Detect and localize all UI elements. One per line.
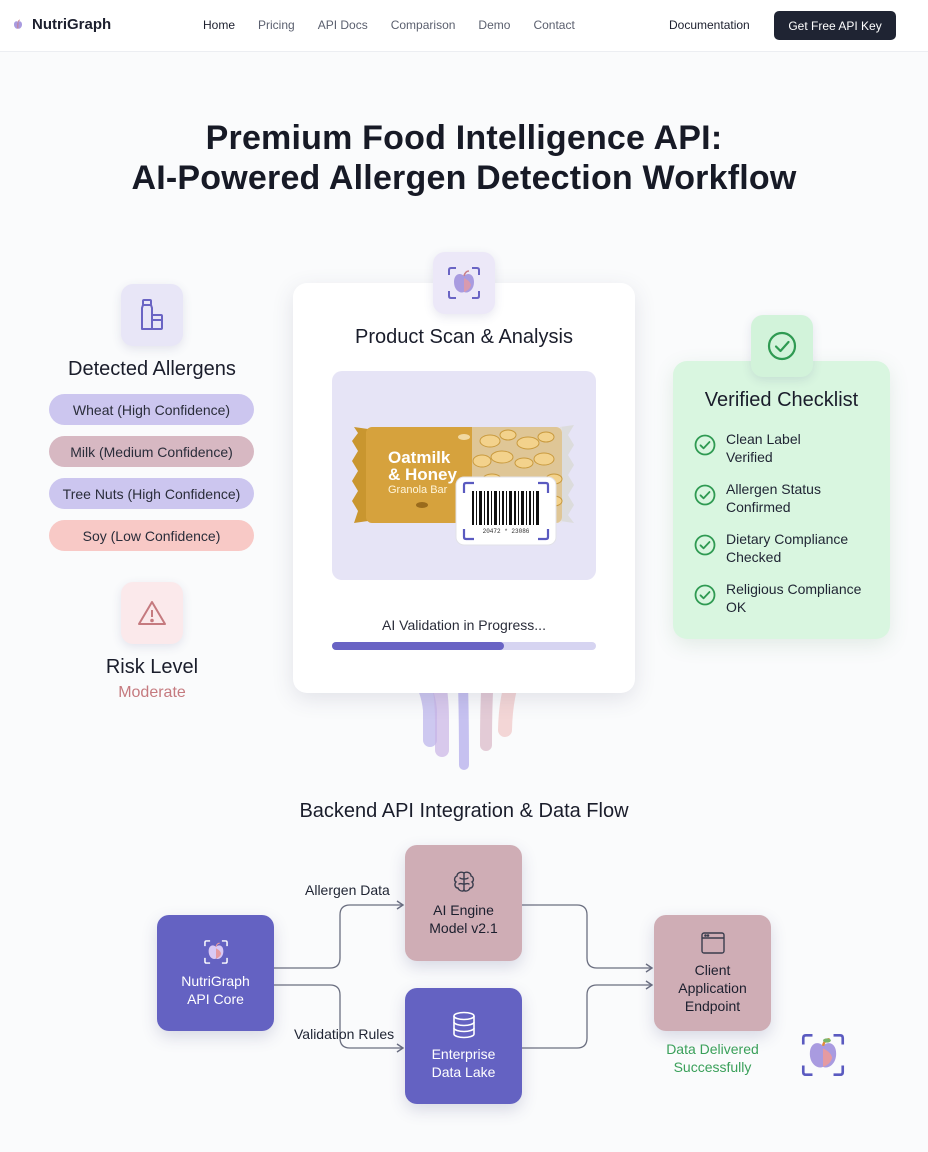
progress-label: AI Validation in Progress... <box>382 617 546 633</box>
product-type: Granola Bar <box>388 484 448 496</box>
brain-icon <box>453 871 474 892</box>
product-image: Oatmilk & Honey Granola Bar 20472 * 2308… <box>332 371 596 580</box>
nav-link-comparison[interactable]: Comparison <box>390 18 456 32</box>
allergens-heading: Detected Allergens <box>68 358 236 380</box>
node-data-lake-line1: Enterprise <box>431 1046 496 1062</box>
bottle-tile <box>121 284 183 346</box>
check-circle-icon <box>767 331 797 361</box>
allergen-pill-soy: Soy (Low Confidence) <box>49 520 254 551</box>
warning-icon <box>138 601 166 625</box>
checklist-heading: Verified Checklist <box>704 389 859 411</box>
edge-label-validation-rules: Validation Rules <box>294 1026 395 1042</box>
delivery-status: Data Delivered Successfully <box>640 1040 785 1076</box>
database-icon <box>452 1011 475 1039</box>
page-title-line2: AI-Powered Allergen Detection Workflow <box>131 159 797 197</box>
get-api-key-button[interactable]: Get Free API Key <box>774 11 896 40</box>
nav-link-home[interactable]: Home <box>203 18 236 32</box>
node-client-line2: Application <box>678 980 747 996</box>
node-client-line3: Endpoint <box>684 998 741 1014</box>
page-title-line1: Premium Food Intelligence API: <box>205 119 723 157</box>
node-client-line1: Client <box>694 962 731 978</box>
page-title: Premium Food Intelligence API: AI-Powere… <box>0 118 928 198</box>
allergen-pill-milk: Milk (Medium Confidence) <box>49 436 254 467</box>
backend-heading: Backend API Integration & Data Flow <box>299 800 629 822</box>
apple-logo-icon <box>14 19 22 29</box>
delivery-status-line2: Successfully <box>673 1059 752 1075</box>
node-ai-engine[interactable]: AI Engine Model v2.1 <box>405 845 522 961</box>
node-api-core-line1: NutriGraph <box>181 973 250 989</box>
edge-label-allergen-data: Allergen Data <box>305 882 390 898</box>
nav-links: Home Pricing API Docs Comparison Demo Co… <box>203 18 598 32</box>
check-circle-icon <box>694 484 716 506</box>
node-ai-engine-line2: Model v2.1 <box>429 920 498 936</box>
allergen-pill-wheat: Wheat (High Confidence) <box>49 394 254 425</box>
apple-tile <box>433 252 495 314</box>
allergen-pill-tree-nuts: Tree Nuts (High Confidence) <box>49 478 254 509</box>
node-ai-engine-line1: AI Engine <box>433 902 494 918</box>
risk-value: Moderate <box>118 684 186 701</box>
node-api-core-line2: API Core <box>187 991 244 1007</box>
apple-scan-icon <box>203 940 228 964</box>
node-data-lake[interactable]: Enterprise Data Lake <box>405 988 522 1104</box>
node-api-core[interactable]: NutriGraph API Core <box>157 915 274 1031</box>
apple-scan-icon <box>448 267 480 299</box>
brand-logo[interactable]: NutriGraph <box>12 16 111 33</box>
bottle-icon <box>141 299 163 330</box>
nav-link-demo[interactable]: Demo <box>478 18 511 32</box>
node-data-lake-line2: Data Lake <box>431 1064 496 1080</box>
nav-link-pricing[interactable]: Pricing <box>258 18 295 32</box>
nav-link-api-docs[interactable]: API Docs <box>317 18 368 32</box>
delivery-status-line1: Data Delivered <box>666 1041 759 1057</box>
check-circle-icon <box>694 534 716 556</box>
check-circle-icon <box>694 584 716 606</box>
progress-fill <box>332 642 504 650</box>
warning-tile <box>121 582 183 644</box>
granola-bar-illustration: Oatmilk & Honey Granola Bar 20472 * 2308… <box>352 425 574 546</box>
top-navbar: NutriGraph Home Pricing API Docs Compari… <box>0 0 928 52</box>
node-client-endpoint[interactable]: Client Application Endpoint <box>654 915 771 1031</box>
documentation-link[interactable]: Documentation <box>669 18 750 32</box>
scan-heading: Product Scan & Analysis <box>355 326 573 348</box>
risk-heading: Risk Level <box>105 656 199 678</box>
nav-link-contact[interactable]: Contact <box>533 18 575 32</box>
product-name-line2: & Honey <box>388 465 458 484</box>
barcode <box>472 491 539 525</box>
apple-scan-icon <box>801 1033 845 1077</box>
progress-bar <box>332 642 596 650</box>
product-name-line1: Oatmilk <box>388 448 451 467</box>
check-tile <box>751 315 813 377</box>
brand-name: NutriGraph <box>32 16 112 33</box>
barcode-digits: 20472 * 23086 <box>483 528 530 535</box>
check-circle-icon <box>694 434 716 456</box>
browser-window-icon <box>700 932 725 954</box>
